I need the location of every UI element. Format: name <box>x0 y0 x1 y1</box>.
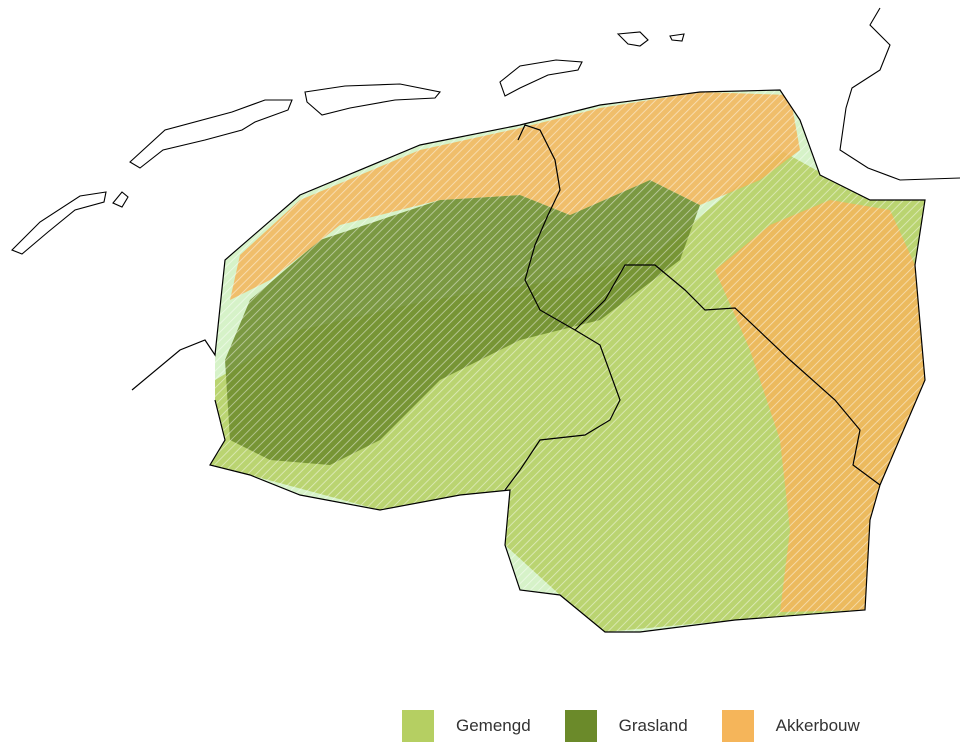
legend-item-grasland: Grasland <box>564 710 688 742</box>
legend-label-grasland: Grasland <box>618 716 688 735</box>
legend-item-akkerbouw: Akkerbouw <box>721 710 860 742</box>
map-canvas <box>11 7 961 633</box>
legend-swatch-akkerbouw <box>721 710 754 742</box>
legend: Gemengd Grasland Akkerbouw <box>402 710 860 742</box>
legend-swatch-grasland <box>564 710 597 742</box>
legend-label-gemengd: Gemengd <box>456 716 531 735</box>
legend-item-gemengd: Gemengd <box>402 710 531 742</box>
legend-label-akkerbouw: Akkerbouw <box>775 716 860 735</box>
german-coast <box>839 7 961 181</box>
province-boundaries <box>504 124 881 491</box>
coastline <box>131 89 926 633</box>
legend-swatch-gemengd <box>402 710 434 742</box>
wadden-islands <box>11 31 685 255</box>
